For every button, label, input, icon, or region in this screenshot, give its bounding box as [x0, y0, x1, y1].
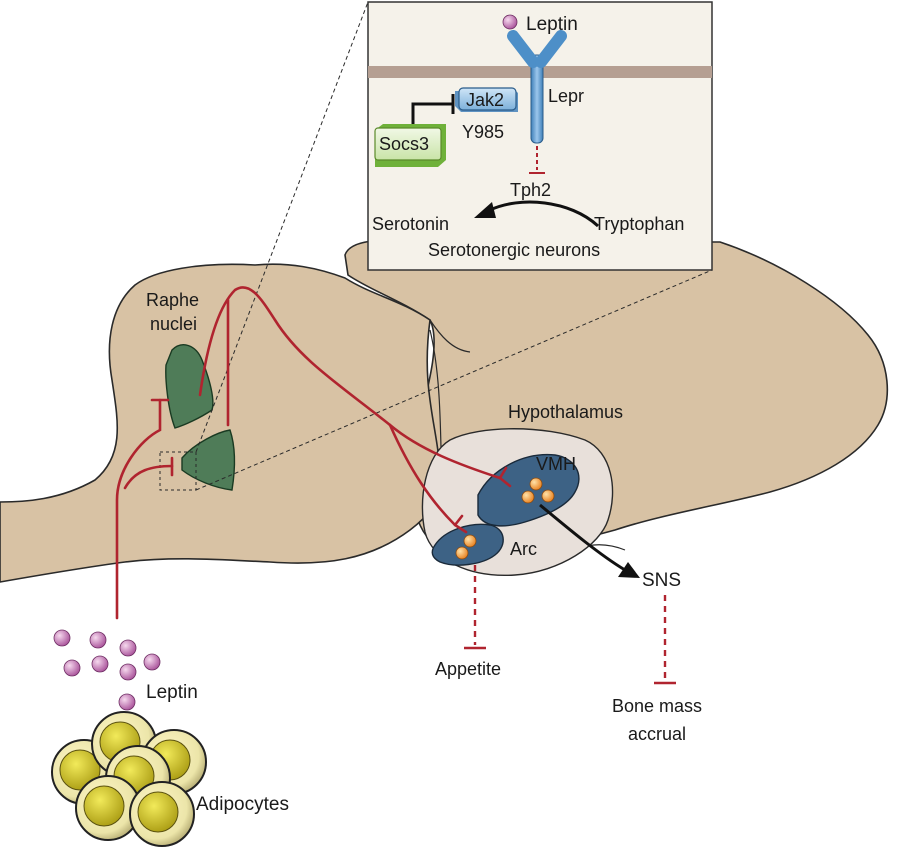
- cerebellum-brainstem: [0, 263, 441, 583]
- serotonin-label: Serotonin: [372, 214, 449, 234]
- lepr-receptor-icon: [507, 30, 567, 144]
- axon-pathways: [115, 286, 502, 620]
- adipocyte-cell: [129, 781, 195, 847]
- output-inhibition: [464, 565, 676, 685]
- raphe-label-line1: Raphe: [146, 290, 199, 310]
- raphe-label-line2: nuclei: [150, 314, 197, 334]
- socs3-icon: [374, 124, 446, 167]
- vmh-neuron-dots: [521, 477, 555, 504]
- adipocytes-label: Adipocytes: [196, 794, 289, 815]
- vmh-to-sns-arrow: [539, 503, 626, 572]
- inhibition-bars: [150, 398, 512, 534]
- inset-panel: [367, 1, 713, 271]
- bone-mass-label-line2: accrual: [628, 724, 686, 744]
- jak2-label: Jak2: [466, 90, 504, 110]
- y985-label: Y985: [462, 122, 504, 142]
- serotonergic-neurons-label: Serotonergic neurons: [428, 240, 600, 260]
- tph2-label: Tph2: [510, 180, 551, 200]
- arc-neuron-dots: [455, 534, 477, 560]
- vmh-label: VMH: [536, 454, 576, 474]
- jak2-icon: [455, 87, 518, 112]
- bone-mass-label-line1: Bone mass: [612, 696, 702, 716]
- tryptophan-label: Tryptophan: [594, 214, 684, 234]
- arc-label: Arc: [510, 539, 537, 559]
- adipocyte-cluster: [51, 711, 207, 847]
- tph2-reaction-arrow: [489, 200, 600, 228]
- raphe-nucleus-lower: [181, 429, 236, 491]
- socs3-label: Socs3: [379, 134, 429, 154]
- inset-leptin-icon: [502, 14, 518, 30]
- circulating-leptin: [53, 629, 161, 711]
- lepr-label: Lepr: [548, 86, 584, 106]
- inset-leptin-label: Leptin: [526, 14, 578, 35]
- periphery-leptin-label: Leptin: [146, 682, 198, 703]
- sns-label: SNS: [642, 570, 681, 591]
- adipocyte-cell: [75, 775, 141, 841]
- hypothalamus-label: Hypothalamus: [508, 402, 623, 422]
- appetite-label: Appetite: [435, 659, 501, 679]
- zoom-box: [159, 451, 197, 491]
